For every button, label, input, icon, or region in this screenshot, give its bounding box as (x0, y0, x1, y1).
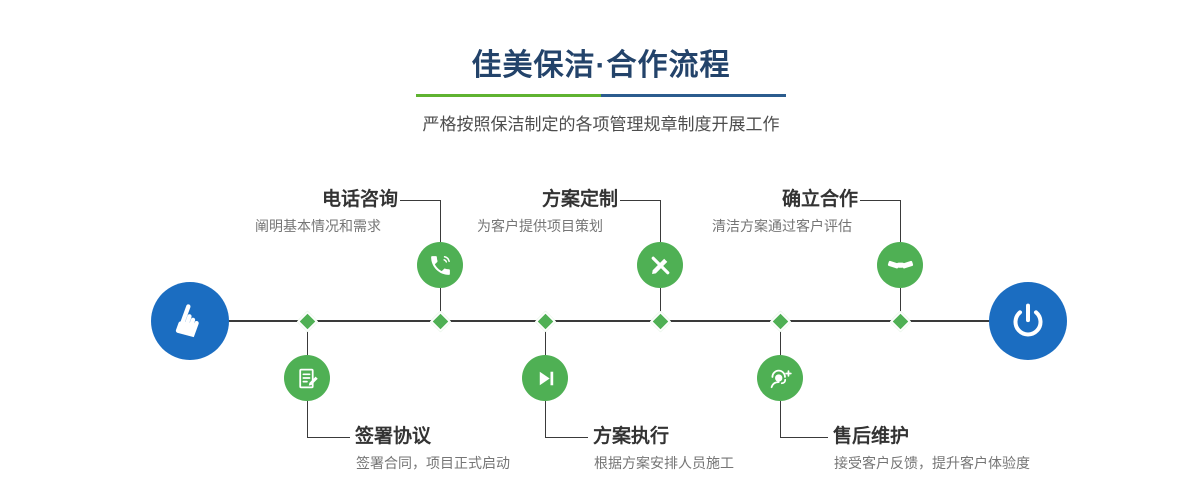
connector-line (660, 200, 661, 242)
timeline-diamond (296, 310, 319, 333)
connector-line (307, 401, 308, 437)
start-node: ☛ (151, 282, 229, 360)
step-desc-plan-custom: 为客户提供项目策划 (477, 218, 603, 234)
title-divider (416, 94, 786, 97)
connector-line (900, 200, 901, 242)
phone-icon (430, 255, 450, 275)
connector-line (860, 200, 900, 201)
step-title-aftersales: 售后维护 (833, 426, 910, 447)
step-icon-circle-cooperation (877, 242, 923, 288)
step-title-phone-consult: 电话咨询 (321, 189, 398, 210)
page-subtitle: 严格按照保洁制定的各项管理规章制度开展工作 (422, 115, 780, 134)
hand-pointer-icon: ☛ (161, 295, 219, 347)
play-next-icon (539, 371, 553, 385)
timeline-diamond (769, 310, 792, 333)
timeline-diamond (649, 310, 672, 333)
timeline-diamond (889, 310, 912, 333)
step-desc-sign-agreement: 签署合同，项目正式启动 (356, 455, 510, 471)
timeline-diamond (534, 310, 557, 333)
connector-line (307, 322, 308, 355)
connector-line (780, 322, 781, 355)
step-desc-aftersales: 接受客户反馈，提升客户体验度 (834, 455, 1030, 471)
page-title: 佳美保洁·合作流程 (471, 49, 731, 82)
pencil-ruler-icon (651, 256, 669, 274)
step-icon-circle-plan (637, 242, 683, 288)
connector-line (620, 200, 660, 201)
connector-line (660, 288, 661, 321)
timeline-line (190, 320, 1028, 322)
step-desc-plan-execute: 根据方案安排人员施工 (594, 455, 734, 471)
connector-line (545, 322, 546, 355)
connector-line (440, 288, 441, 321)
connector-line (400, 200, 440, 201)
connector-line (780, 401, 781, 437)
connector-line (307, 437, 350, 438)
end-node (989, 282, 1067, 360)
step-title-sign-agreement: 签署协议 (355, 426, 432, 447)
connector-line (900, 288, 901, 321)
step-title-plan-custom: 方案定制 (541, 189, 618, 210)
step-title-cooperation: 确立合作 (781, 189, 858, 210)
timeline-diamond (429, 310, 452, 333)
step-icon-circle-phone (417, 242, 463, 288)
headset-service-icon (770, 369, 792, 389)
step-desc-cooperation: 清洁方案通过客户评估 (712, 218, 852, 234)
document-pencil-icon (298, 368, 318, 388)
connector-line (545, 437, 588, 438)
connector-line (780, 437, 828, 438)
divider-green-segment (416, 94, 601, 97)
step-icon-circle-sign (284, 355, 330, 401)
divider-blue-segment (601, 94, 786, 97)
step-title-plan-execute: 方案执行 (593, 426, 670, 447)
connector-line (440, 200, 441, 242)
step-icon-circle-execute (522, 355, 568, 401)
handshake-icon (887, 260, 913, 268)
connector-line (545, 401, 546, 437)
power-icon (1013, 303, 1043, 337)
step-desc-phone-consult: 阐明基本情况和需求 (255, 218, 381, 234)
step-icon-circle-aftersales (757, 355, 803, 401)
